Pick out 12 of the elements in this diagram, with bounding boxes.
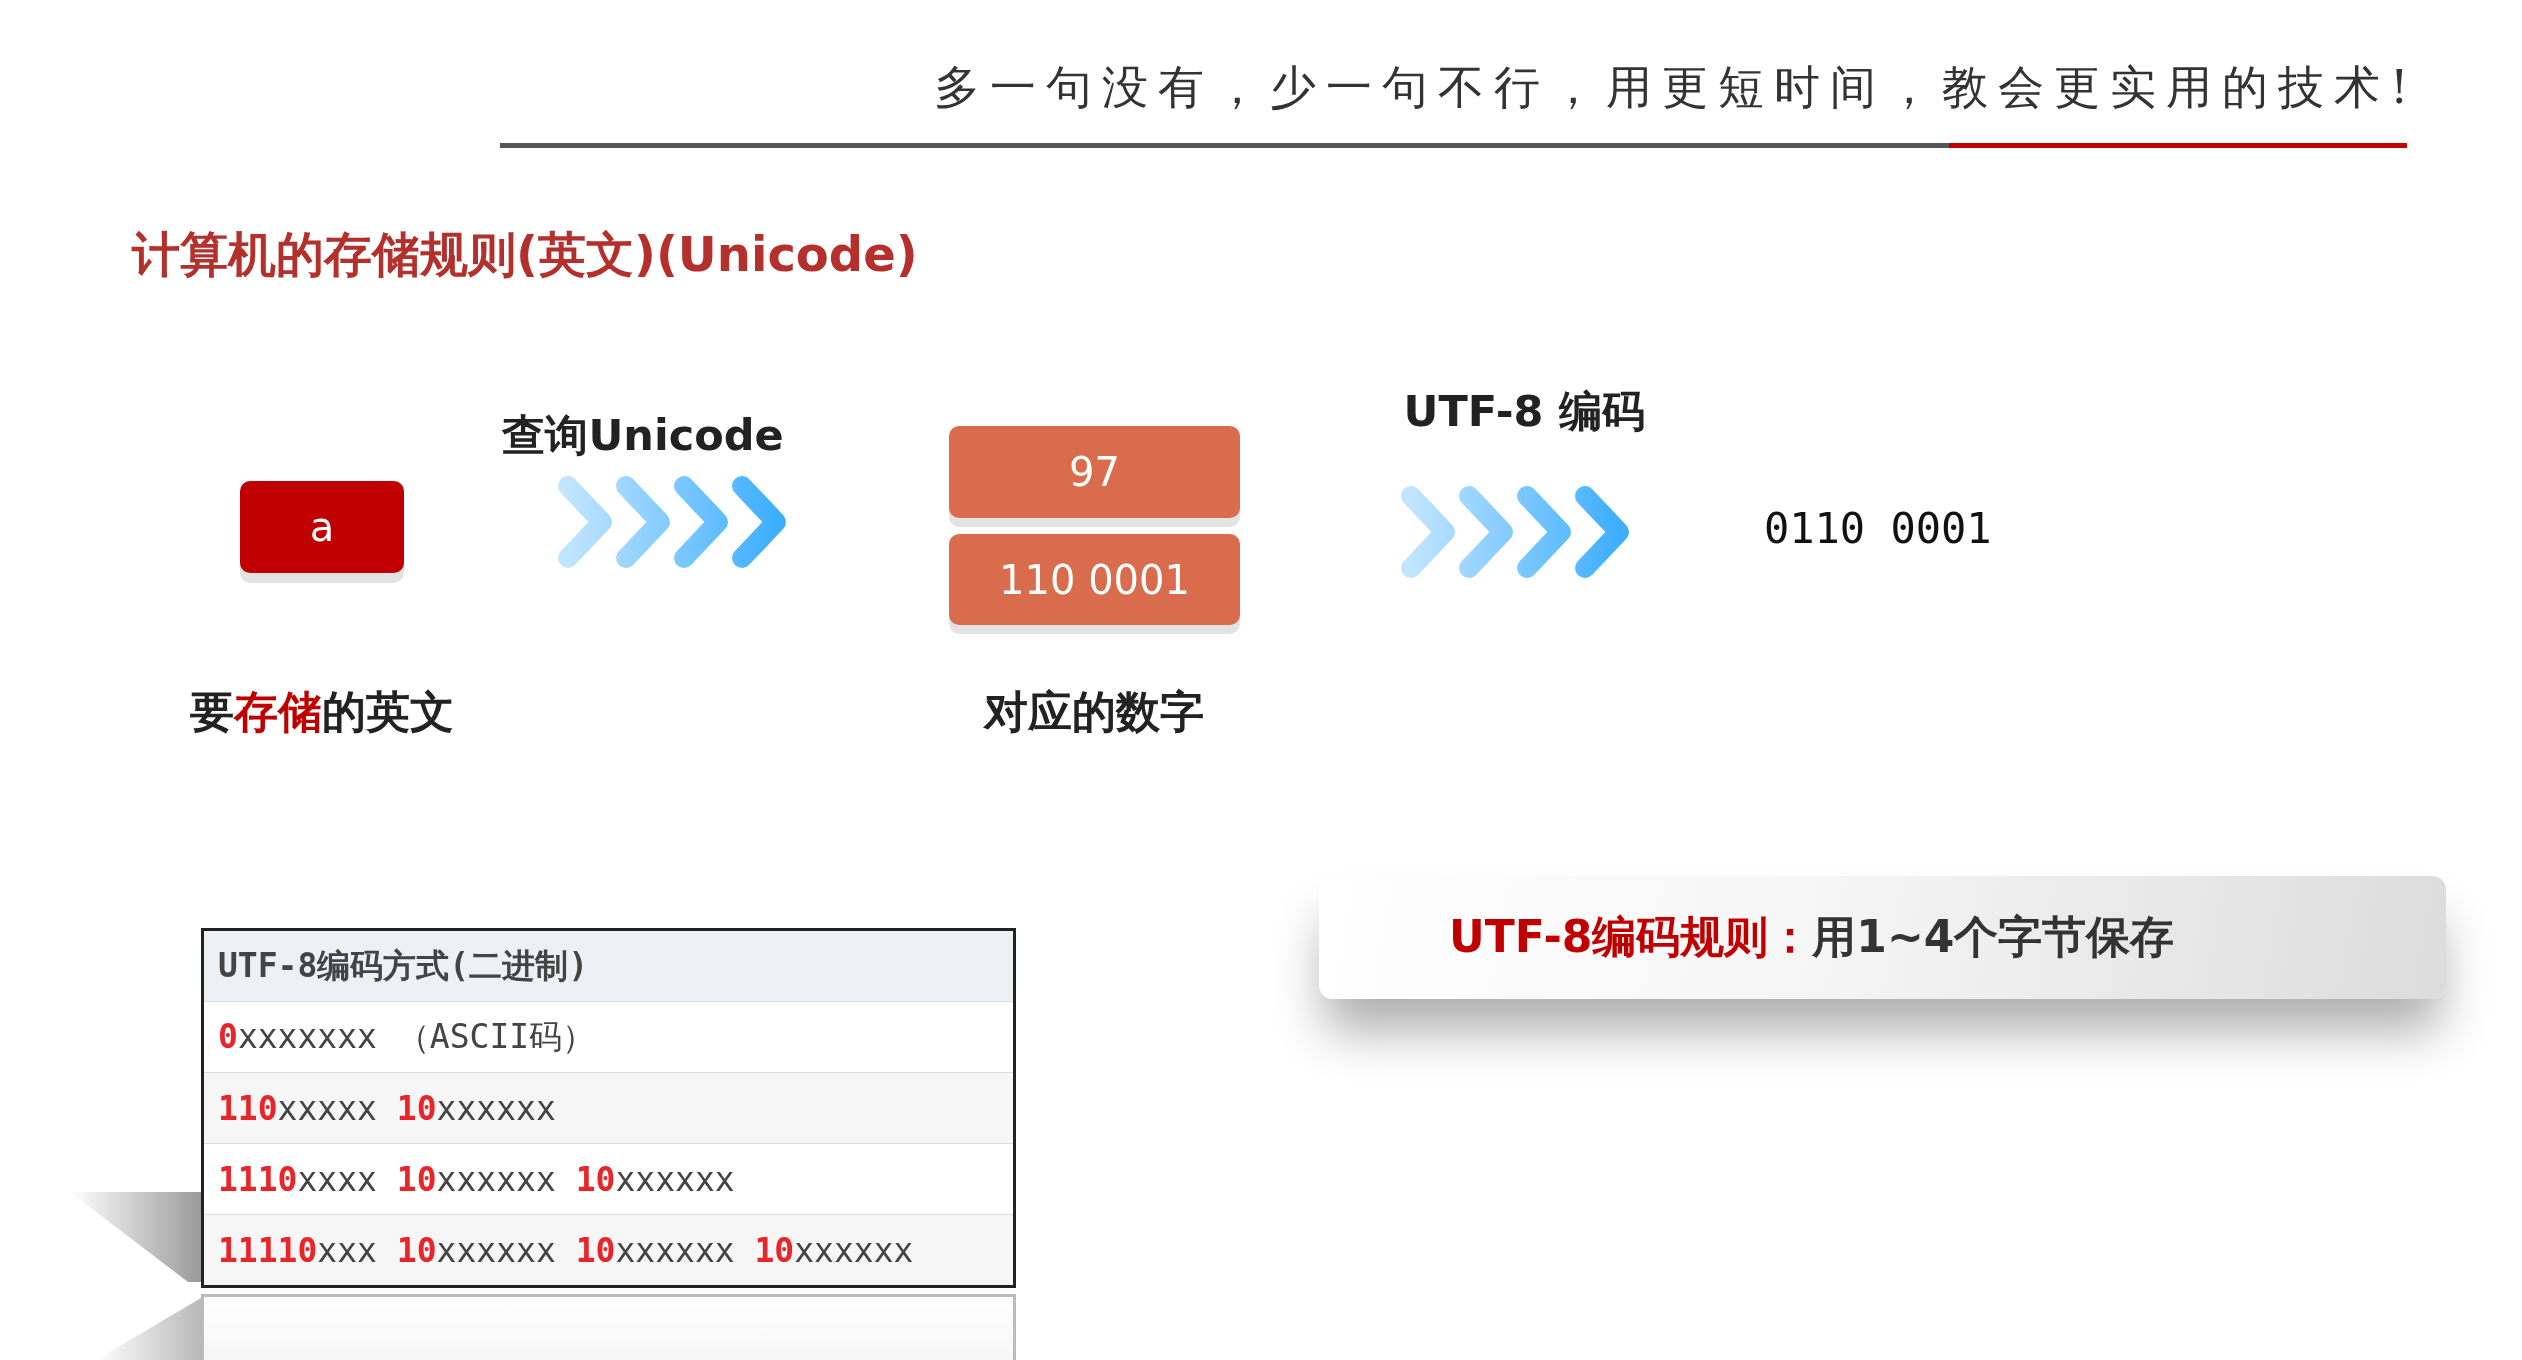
table-cell: 0xxxxxxx （ASCII码） xyxy=(202,1001,1015,1073)
table-cell: 110xxxxx 10xxxxxx xyxy=(202,1072,1015,1144)
table-cell: 11110xxx 10xxxxxx 10xxxxxx 10xxxxxx xyxy=(202,1214,1015,1287)
slogan: 多一句没有，少一句不行，用更短时间，教会更实用的技术! xyxy=(934,60,2419,116)
slide-title: 计算机的存储规则(英文)(Unicode) xyxy=(132,226,918,284)
table-header-cell: UTF-8编码方式(二进制) xyxy=(202,929,1015,1002)
chevron-arrow xyxy=(1401,486,1629,578)
table-cell: 1110xxxx 10xxxxxx 10xxxxxx xyxy=(202,1143,1015,1215)
node-label: 要存储的英文 xyxy=(190,686,454,739)
callout-box: UTF-8编码规则：用1~4个字节保存 xyxy=(1319,876,2446,999)
node-label: 对应的数字 xyxy=(984,686,1204,739)
binary-text: 0110 0001 xyxy=(1764,504,1992,555)
